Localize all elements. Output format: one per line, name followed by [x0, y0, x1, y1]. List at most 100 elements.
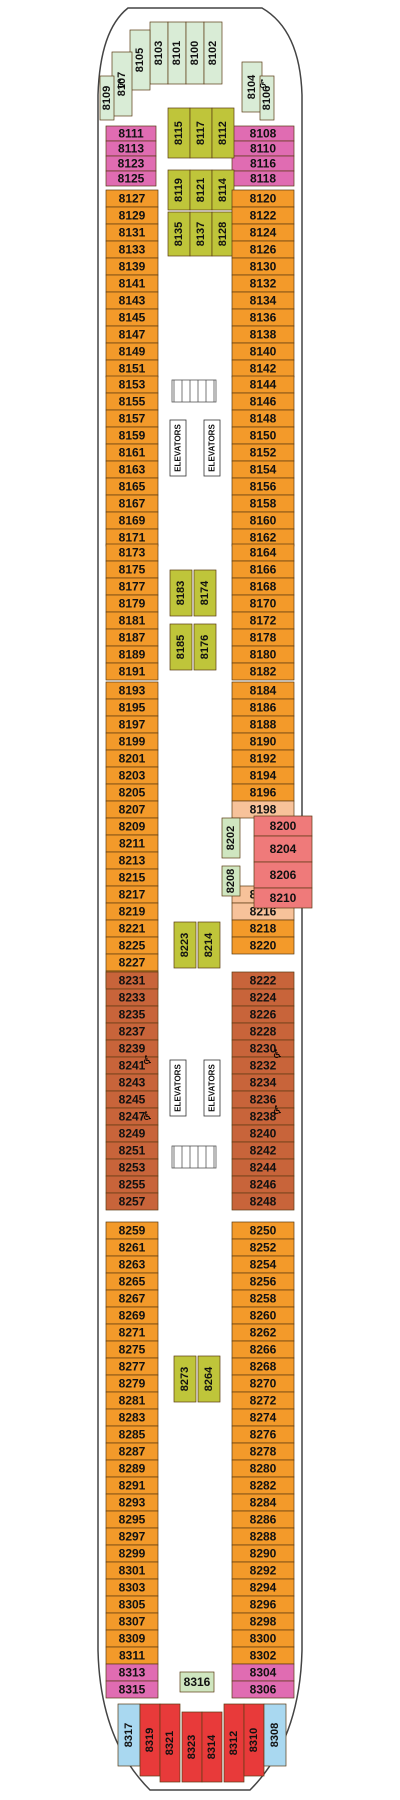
cabin-8172[interactable]: 8172: [231, 611, 295, 630]
cabin-8206[interactable]: 8206: [253, 861, 313, 889]
cabin-8286[interactable]: 8286: [231, 1510, 295, 1529]
cabin-8280[interactable]: 8280: [231, 1459, 295, 1478]
cabin-8210[interactable]: 8210: [253, 887, 313, 909]
cabin-8208[interactable]: 8208: [221, 865, 241, 897]
cabin-8106[interactable]: 8106: [259, 75, 275, 121]
cabin-8242[interactable]: 8242: [231, 1141, 295, 1160]
cabin-8236[interactable]: 8236: [231, 1090, 295, 1109]
cabin-8193[interactable]: 8193: [105, 681, 159, 700]
cabin-8171[interactable]: 8171: [105, 528, 159, 547]
cabin-8153[interactable]: 8153: [105, 375, 159, 394]
cabin-8179[interactable]: 8179: [105, 594, 159, 613]
cabin-8112[interactable]: 8112: [211, 107, 235, 159]
cabin-8239[interactable]: 8239: [105, 1039, 159, 1058]
cabin-8108[interactable]: 8108: [231, 125, 295, 142]
cabin-8122[interactable]: 8122: [231, 206, 295, 225]
cabin-8184[interactable]: 8184: [231, 681, 295, 700]
cabin-8207[interactable]: 8207: [105, 800, 159, 819]
cabin-8254[interactable]: 8254: [231, 1255, 295, 1274]
cabin-8274[interactable]: 8274: [231, 1408, 295, 1427]
cabin-8241[interactable]: 8241: [105, 1056, 159, 1075]
cabin-8222[interactable]: 8222: [231, 971, 295, 990]
cabin-8168[interactable]: 8168: [231, 577, 295, 596]
cabin-8214[interactable]: 8214: [197, 921, 221, 969]
cabin-8126[interactable]: 8126: [231, 240, 295, 259]
cabin-8150[interactable]: 8150: [231, 426, 295, 445]
cabin-8189[interactable]: 8189: [105, 645, 159, 664]
cabin-8301[interactable]: 8301: [105, 1561, 159, 1580]
cabin-8237[interactable]: 8237: [105, 1022, 159, 1041]
cabin-8215[interactable]: 8215: [105, 868, 159, 887]
cabin-8233[interactable]: 8233: [105, 988, 159, 1007]
cabin-8148[interactable]: 8148: [231, 409, 295, 428]
cabin-8283[interactable]: 8283: [105, 1408, 159, 1427]
cabin-8249[interactable]: 8249: [105, 1124, 159, 1143]
cabin-8181[interactable]: 8181: [105, 611, 159, 630]
cabin-8278[interactable]: 8278: [231, 1442, 295, 1461]
cabin-8167[interactable]: 8167: [105, 494, 159, 513]
cabin-8311[interactable]: 8311: [105, 1646, 159, 1665]
cabin-8261[interactable]: 8261: [105, 1238, 159, 1257]
cabin-8272[interactable]: 8272: [231, 1391, 295, 1410]
cabin-8147[interactable]: 8147: [105, 325, 159, 344]
cabin-8196[interactable]: 8196: [231, 783, 295, 802]
cabin-8219[interactable]: 8219: [105, 902, 159, 921]
cabin-8174[interactable]: 8174: [193, 569, 217, 617]
cabin-8130[interactable]: 8130: [231, 257, 295, 276]
cabin-8104[interactable]: 8104: [241, 61, 263, 113]
cabin-8180[interactable]: 8180: [231, 645, 295, 664]
cabin-8103[interactable]: 8103: [149, 21, 169, 85]
cabin-8155[interactable]: 8155: [105, 392, 159, 411]
cabin-8256[interactable]: 8256: [231, 1272, 295, 1291]
cabin-8276[interactable]: 8276: [231, 1425, 295, 1444]
cabin-8128[interactable]: 8128: [211, 211, 235, 257]
cabin-8121[interactable]: 8121: [189, 169, 213, 211]
cabin-8199[interactable]: 8199: [105, 732, 159, 751]
cabin-8159[interactable]: 8159: [105, 426, 159, 445]
cabin-8217[interactable]: 8217: [105, 885, 159, 904]
cabin-8294[interactable]: 8294: [231, 1578, 295, 1597]
cabin-8221[interactable]: 8221: [105, 919, 159, 938]
cabin-8185[interactable]: 8185: [169, 623, 193, 671]
cabin-8268[interactable]: 8268: [231, 1357, 295, 1376]
cabin-8160[interactable]: 8160: [231, 511, 295, 530]
cabin-8190[interactable]: 8190: [231, 732, 295, 751]
cabin-8105[interactable]: 8105: [129, 29, 151, 91]
cabin-8269[interactable]: 8269: [105, 1306, 159, 1325]
cabin-8281[interactable]: 8281: [105, 1391, 159, 1410]
cabin-8173[interactable]: 8173: [105, 543, 159, 562]
cabin-8319[interactable]: 8319: [139, 1703, 161, 1777]
cabin-8143[interactable]: 8143: [105, 291, 159, 310]
cabin-8154[interactable]: 8154: [231, 460, 295, 479]
cabin-8295[interactable]: 8295: [105, 1510, 159, 1529]
cabin-8211[interactable]: 8211: [105, 834, 159, 853]
cabin-8158[interactable]: 8158: [231, 494, 295, 513]
cabin-8118[interactable]: 8118: [231, 170, 295, 187]
cabin-8220[interactable]: 8220: [231, 936, 295, 955]
cabin-8264[interactable]: 8264: [197, 1355, 221, 1403]
cabin-8141[interactable]: 8141: [105, 274, 159, 293]
cabin-8151[interactable]: 8151: [105, 359, 159, 378]
cabin-8177[interactable]: 8177: [105, 577, 159, 596]
cabin-8314[interactable]: 8314: [201, 1711, 223, 1783]
cabin-8309[interactable]: 8309: [105, 1629, 159, 1648]
cabin-8310[interactable]: 8310: [243, 1703, 265, 1777]
cabin-8260[interactable]: 8260: [231, 1306, 295, 1325]
cabin-8195[interactable]: 8195: [105, 698, 159, 717]
cabin-8144[interactable]: 8144: [231, 375, 295, 394]
cabin-8111[interactable]: 8111: [105, 125, 157, 142]
cabin-8243[interactable]: 8243: [105, 1073, 159, 1092]
cabin-8139[interactable]: 8139: [105, 257, 159, 276]
cabin-8100[interactable]: 8100: [185, 21, 205, 85]
cabin-8101[interactable]: 8101: [167, 21, 187, 85]
cabin-8183[interactable]: 8183: [169, 569, 193, 617]
cabin-8250[interactable]: 8250: [231, 1221, 295, 1240]
cabin-8140[interactable]: 8140: [231, 342, 295, 361]
cabin-8176[interactable]: 8176: [193, 623, 217, 671]
cabin-8230[interactable]: 8230: [231, 1039, 295, 1058]
cabin-8186[interactable]: 8186: [231, 698, 295, 717]
cabin-8223[interactable]: 8223: [173, 921, 197, 969]
cabin-8299[interactable]: 8299: [105, 1544, 159, 1563]
cabin-8246[interactable]: 8246: [231, 1175, 295, 1194]
cabin-8267[interactable]: 8267: [105, 1289, 159, 1308]
